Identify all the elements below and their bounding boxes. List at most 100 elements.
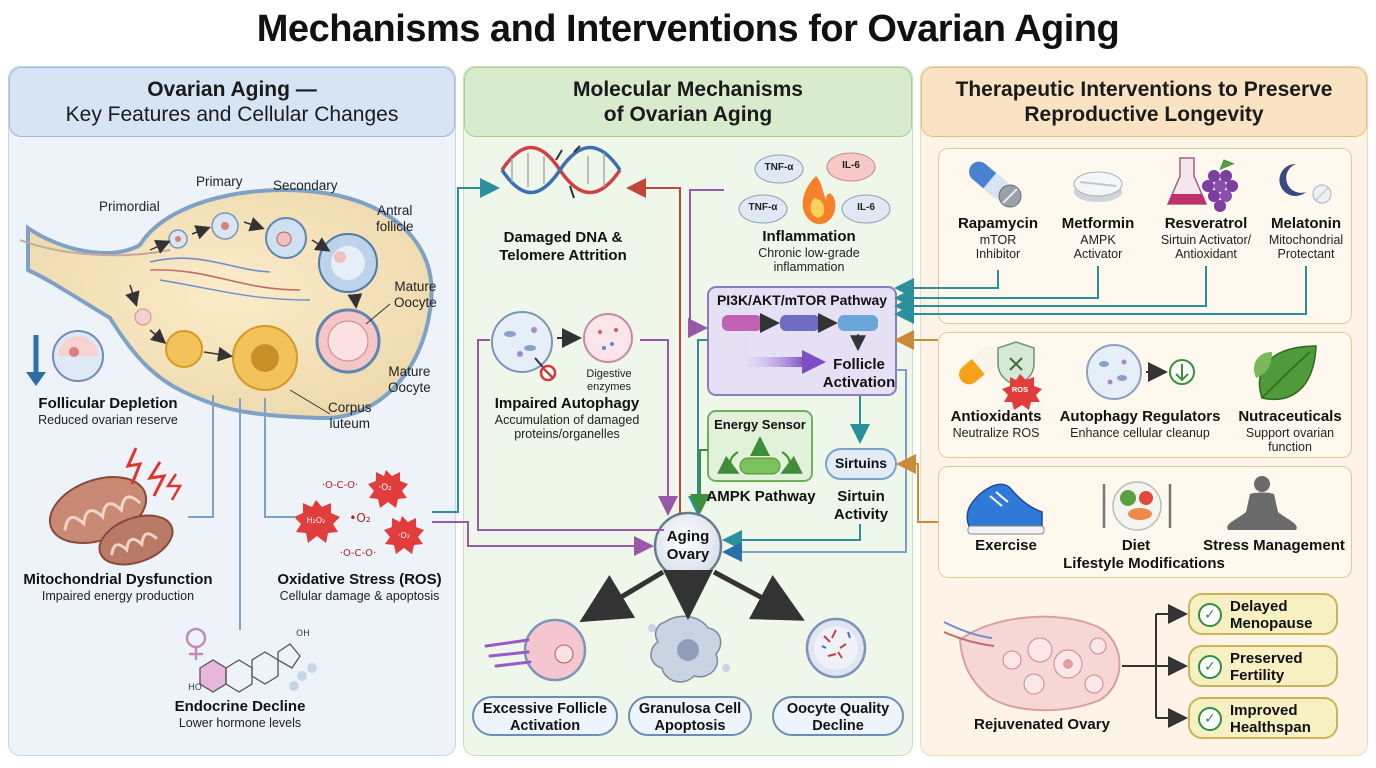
sirtuins-text: Sirtuins (834, 455, 888, 471)
result-delayed-menopause: ✓ Delayed Menopause (1188, 593, 1338, 635)
drug-rapamycin: Rapamycin mTOR Inhibitor (946, 215, 1050, 262)
sirtuins-label: Sirtuins (826, 455, 896, 472)
cytokine-il6-2: IL-6 (857, 202, 875, 213)
lifestyle-stress-text: Stress Management (1203, 537, 1345, 554)
svg-text:·O‑C‑O·: ·O‑C‑O· (322, 480, 358, 491)
lifestyle-caption: Lifestyle Modifications (1054, 555, 1234, 573)
supplement-autophagy-desc: Enhance cellular cleanup (1070, 425, 1210, 440)
melatonin-icon (1279, 163, 1332, 204)
follicle-activation-icon (484, 618, 587, 682)
outcome-granulosa-apoptosis: Granulosa Cell Apoptosis (628, 696, 752, 736)
sirtuin-line1: Sirtuin (837, 488, 885, 505)
cytokine-tnf-2: TNF-α (748, 202, 778, 213)
panel-middle-title-line2: of Ovarian Aging (603, 103, 773, 126)
ovary-illustration (19, 188, 434, 421)
stage-primordial: Primordial (99, 199, 160, 214)
lifestyle-diet-text: Diet (1121, 537, 1151, 554)
feature-mito-sub: Impaired energy production (41, 588, 195, 603)
drug-metformin-name: Metformin (1061, 215, 1135, 232)
inflammation-title: Inflammation (762, 228, 856, 245)
dna-icon (500, 145, 622, 199)
lifestyle-caption-text: Lifestyle Modifications (1063, 555, 1225, 572)
ros-icon: ·O₂ H₂O₂ ·O₂ •O₂ ·O‑C‑O· ·O‑C‑O· (294, 470, 424, 559)
supplement-autophagy-name: Autophagy Regulators (1059, 408, 1221, 425)
follicular-depletion-icon (26, 330, 104, 386)
stage-antral-line1: Antral (377, 203, 413, 218)
svg-text:H₂O₂: H₂O₂ (307, 516, 326, 525)
feature-endo-sub: Lower hormone levels (178, 715, 302, 730)
autophagy-sub2: proteins/organelles (514, 427, 620, 442)
stage-corpus-luteum: Corpus luteum (328, 400, 372, 431)
cytokine-tnf-1: TNF-α (764, 162, 794, 173)
result-1-line1: Delayed (1230, 598, 1288, 615)
outcome-3-line2: Decline (812, 718, 864, 734)
dna-line1: Damaged DNA & (503, 229, 623, 246)
stage-mature-oocyte-2-line1: Mature (388, 364, 431, 379)
stage-corpus-luteum-line2: luteum (329, 415, 371, 431)
drug-resveratrol-desc2: Antioxidant (1175, 247, 1237, 262)
stage-antral: Antral follicle (376, 203, 414, 234)
sirtuin-activity-label: Sirtuin Activity (826, 488, 896, 523)
supplement-antioxidants: Antioxidants Neutralize ROS (946, 408, 1046, 440)
autophagy-regulators-icon (1086, 344, 1195, 400)
follicle-activation-label: Follicle Activation (816, 356, 902, 391)
oocyte-decline-icon (805, 617, 867, 679)
drug-rapamycin-desc1: mTOR (979, 232, 1017, 247)
supplement-antioxidants-name: Antioxidants (950, 408, 1042, 425)
result-improved-healthspan: ✓ Improved Healthspan (1188, 697, 1338, 739)
panel-right-title-line2: Reproductive Longevity (1024, 103, 1264, 126)
feature-endo-title: Endocrine Decline (174, 698, 306, 715)
drug-melatonin-desc2: Protectant (1277, 247, 1335, 262)
drug-resveratrol: Resveratrol Sirtuin Activator/ Antioxida… (1146, 215, 1266, 262)
stage-secondary: Secondary (273, 178, 338, 193)
supplement-autophagy-regulators: Autophagy Regulators Enhance cellular cl… (1058, 408, 1222, 440)
panel-middle-header: Molecular Mechanisms of Ovarian Aging (464, 67, 912, 137)
dna-line2: Telomere Attrition (499, 246, 627, 264)
aging-line1: Aging (666, 528, 710, 545)
feature-endocrine-decline: Endocrine Decline Lower hormone levels (160, 698, 320, 730)
check-icon: ✓ (1198, 603, 1222, 627)
panel-left-title-line2: Key Features and Cellular Changes (65, 103, 399, 126)
mtor-pathway-title-text: PI3K/AKT/mTOR Pathway (716, 292, 888, 308)
activation-line2: Activation (822, 373, 896, 391)
lifestyle-diet: Diet (1106, 537, 1166, 555)
outcome-excessive-activation: Excessive Follicle Activation (472, 696, 618, 736)
svg-text:·O₂: ·O₂ (398, 531, 410, 540)
feature-follicular-depletion-title: Follicular Depletion (38, 395, 178, 412)
stage-mature-oocyte-1-line1: Mature (394, 279, 437, 294)
rapamycin-icon (969, 161, 1022, 208)
autophagy-icon (491, 311, 633, 382)
lifestyle-exercise: Exercise (966, 537, 1046, 555)
mechanism-impaired-autophagy: Impaired Autophagy Accumulation of damag… (484, 395, 650, 442)
lifestyle-stress: Stress Management (1196, 537, 1352, 555)
metformin-icon (1073, 171, 1123, 202)
digestive-line1: Digestive (586, 368, 632, 380)
result-3-line2: Healthspan (1230, 719, 1311, 736)
ampk-pathway-label: AMPK Pathway (700, 488, 822, 506)
supplement-nutraceuticals-desc1: Support ovarian (1245, 425, 1335, 440)
aging-line2: Ovary (666, 545, 710, 563)
panel-middle-title-line1: Molecular Mechanisms (573, 78, 803, 101)
activation-line1: Follicle (833, 356, 885, 373)
stage-mature-oocyte-2: Mature Oocyte (388, 364, 431, 395)
result-2-line1: Preserved (1230, 650, 1303, 667)
outcome-2-line1: Granulosa Cell (638, 701, 742, 717)
rejuvenated-text: Rejuvenated Ovary (974, 716, 1110, 733)
outcome-3-line1: Oocyte Quality (786, 701, 890, 717)
check-icon: ✓ (1198, 707, 1222, 731)
svg-text:OH: OH (296, 629, 310, 639)
autophagy-title: Impaired Autophagy (494, 395, 640, 412)
supplement-nutraceuticals: Nutraceuticals Support ovarian function (1234, 408, 1346, 455)
ampk-text: AMPK Pathway (706, 488, 816, 505)
drug-metformin-desc2: Activator (1073, 247, 1123, 262)
stage-antral-line2: follicle (376, 218, 414, 234)
svg-text:•O₂: •O₂ (349, 511, 371, 525)
supplement-antioxidants-desc: Neutralize ROS (952, 425, 1040, 440)
mechanism-dna-damage: Damaged DNA & Telomere Attrition (488, 229, 638, 264)
result-3-line1: Improved (1230, 702, 1298, 719)
rejuvenated-ovary-label: Rejuvenated Ovary (962, 716, 1122, 734)
drug-metformin: Metformin AMPK Activator (1050, 215, 1146, 262)
result-preserved-fertility: ✓ Preserved Fertility (1188, 645, 1338, 687)
antioxidants-icon (959, 341, 1042, 410)
